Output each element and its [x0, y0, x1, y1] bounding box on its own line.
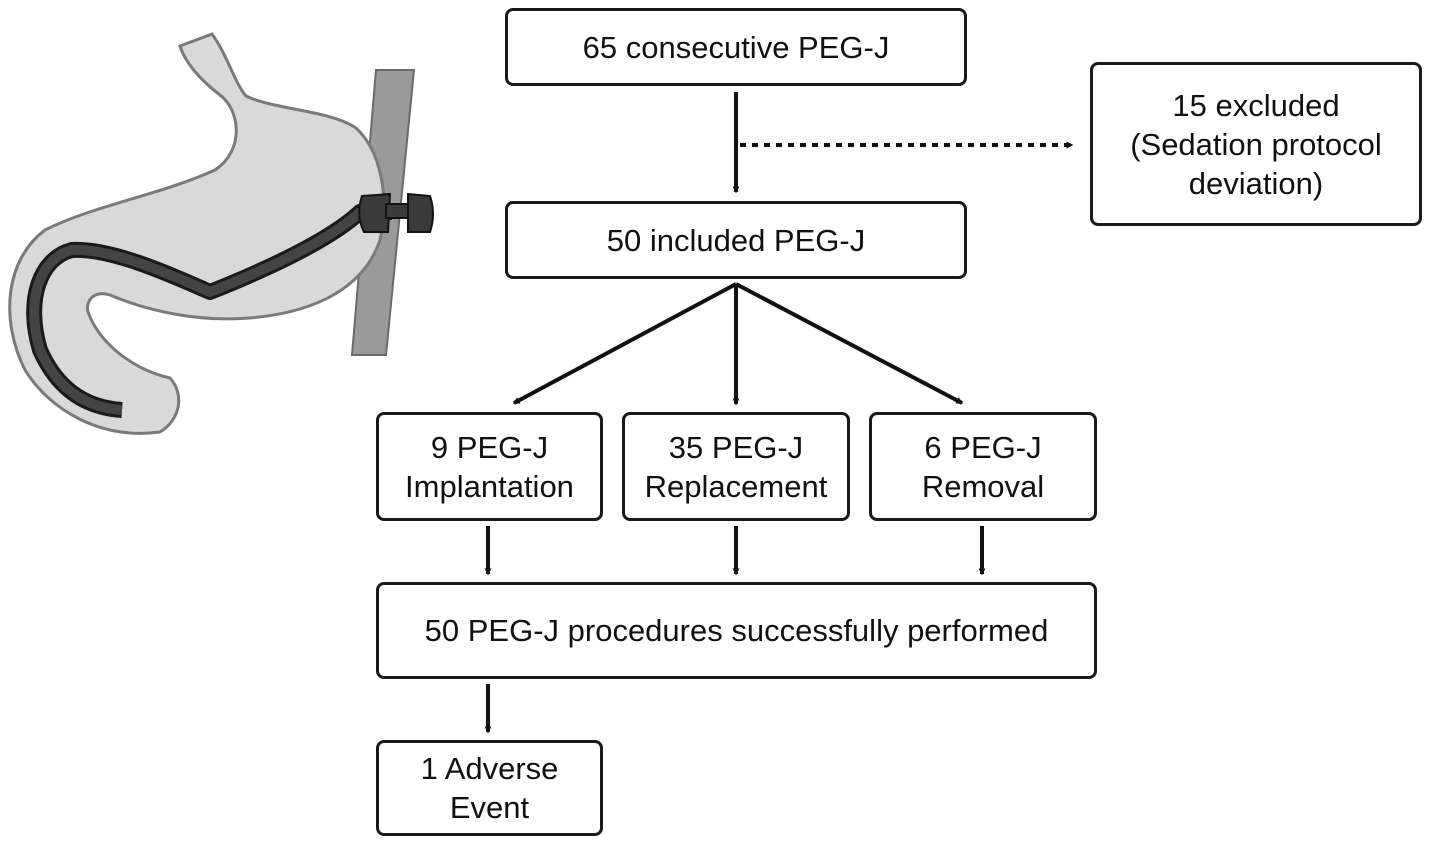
- implantation-line-2: Implantation: [405, 468, 574, 504]
- excluded-box: 15 excluded (Sedation protocol deviation…: [1090, 62, 1422, 226]
- arrow-included-to-removal: [735, 282, 964, 405]
- removal-line-1: 6 PEG-J: [924, 429, 1042, 465]
- replacement-line-1: 35 PEG-J: [668, 429, 804, 465]
- implantation-box: 9 PEG-J Implantation: [376, 412, 603, 521]
- excluded-line-3: deviation): [1188, 165, 1324, 201]
- removal-box: 6 PEG-J Removal: [869, 412, 1097, 521]
- excluded-line-1: 15 excluded: [1172, 87, 1340, 123]
- adverse-event-box: 1 Adverse Event: [376, 740, 603, 836]
- removal-line-2: Removal: [921, 468, 1045, 504]
- replacement-box: 35 PEG-J Replacement: [622, 412, 850, 521]
- included-box: 50 included PEG-J: [505, 201, 967, 279]
- screened-line-1: 65 consecutive PEG-J: [582, 29, 890, 65]
- replacement-line-2: Replacement: [644, 468, 828, 504]
- included-line-1: 50 included PEG-J: [606, 222, 866, 258]
- performed-box: 50 PEG-J procedures successfully perform…: [376, 582, 1097, 679]
- arrow-included-to-implantation: [512, 282, 737, 405]
- implantation-line-1: 9 PEG-J: [430, 429, 549, 465]
- adverse-line-2: Event: [449, 790, 530, 825]
- performed-line-1: 50 PEG-J procedures successfully perform…: [424, 613, 1049, 648]
- adverse-line-1: 1 Adverse: [420, 751, 559, 786]
- screened-box: 65 consecutive PEG-J: [505, 8, 967, 86]
- excluded-line-2: (Sedation protocol: [1130, 126, 1382, 162]
- stomach-peg-j-tube-icon: [8, 32, 434, 435]
